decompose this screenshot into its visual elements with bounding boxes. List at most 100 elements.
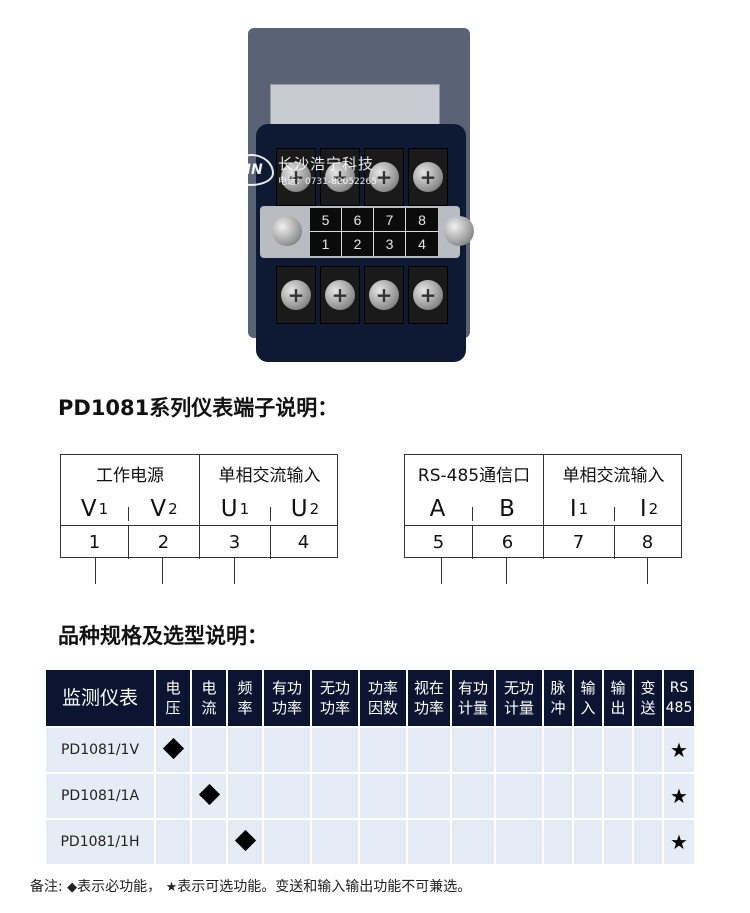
header-cell: 脉冲 [544, 670, 572, 726]
spec-cell [634, 774, 662, 818]
spec-table: 监测仪表 电压 电流 频率 有功功率 无功功率 功率因数 视在功率 有功计量 无… [44, 668, 696, 866]
spec-cell [634, 820, 662, 864]
spec-cell [360, 820, 406, 864]
header-cell: 电流 [192, 670, 226, 726]
diamond-icon [198, 783, 220, 805]
spec-cell [544, 820, 572, 864]
spec-cell [604, 774, 632, 818]
header-cell: 无功计量 [496, 670, 542, 726]
spec-cell [192, 774, 226, 818]
spec-cell [156, 820, 190, 864]
spec-cell: ★ [664, 728, 694, 772]
spec-cell [408, 820, 450, 864]
terminal-lead [162, 558, 163, 584]
header-cell: 电压 [156, 670, 190, 726]
spec-cell [192, 728, 226, 772]
terminal-screw: + [320, 148, 360, 206]
spec-cell [156, 774, 190, 818]
screw-icon: + [413, 280, 443, 310]
strip-number: 1 [310, 232, 342, 256]
terminal-row-bottom: + + + + [276, 266, 448, 324]
spec-cell [496, 820, 542, 864]
spec-cell [264, 728, 310, 772]
header-cell: 有功计量 [452, 670, 494, 726]
terminal-number: 1 [61, 525, 128, 558]
terminal-symbol: B [499, 496, 515, 522]
model-cell: PD1081/1V [46, 728, 154, 772]
spec-cell [228, 820, 262, 864]
spec-cell [574, 774, 602, 818]
terminal-screw: + [320, 266, 360, 324]
terminal-number: 4 [270, 525, 337, 558]
star-icon: ★ [165, 880, 178, 895]
strip-number: 6 [342, 208, 374, 232]
header-cell: 功率因数 [360, 670, 406, 726]
brand-logo-icon: HN [228, 154, 274, 186]
screw-icon: + [413, 162, 443, 192]
spec-cell [496, 728, 542, 772]
header-cell: 输出 [604, 670, 632, 726]
spec-cell [604, 820, 632, 864]
spec-cell [452, 820, 494, 864]
terminal-number: 5 [405, 525, 472, 558]
product-photo: + + + + 5 6 7 8 1 2 3 4 + + + + HN 长沙浩宁科… [228, 28, 490, 362]
terminal-screw: + [276, 148, 316, 206]
terminal-symbol: A [429, 496, 446, 522]
footnote-diamond-text: 表示必功能， [77, 879, 162, 895]
terminal-row-top: + + + + [276, 148, 448, 206]
strip-number: 3 [374, 232, 406, 256]
diamond-icon [162, 737, 184, 759]
footnote: 备注: ◆表示必功能， ★表示可选功能。变送和输入输出功能不可兼选。 [30, 876, 471, 896]
star-icon: ★ [670, 783, 688, 808]
screw-icon: + [369, 280, 399, 310]
terminal-lead [95, 558, 96, 584]
header-cell: 输入 [574, 670, 602, 726]
spec-cell [496, 774, 542, 818]
spec-cell [312, 774, 358, 818]
group-label: 工作电源 [96, 465, 164, 486]
terminal-number: 6 [472, 525, 543, 558]
spec-cell [544, 728, 572, 772]
terminal-lead [234, 558, 235, 584]
header-cell: 视在功率 [408, 670, 450, 726]
spec-cell [228, 728, 262, 772]
screw-icon: + [325, 280, 355, 310]
footnote-prefix: 备注: [30, 879, 63, 895]
terminal-screw: + [408, 266, 448, 324]
terminal-screw: + [364, 266, 404, 324]
footnote-star-text: 表示可选功能。变送和输入输出功能不可兼选。 [177, 879, 472, 895]
spec-cell [264, 774, 310, 818]
strip-number: 2 [342, 232, 374, 256]
spec-cell [312, 728, 358, 772]
strip-number: 8 [406, 208, 438, 232]
terminal-section-title: PD1081系列仪表端子说明： [58, 396, 339, 420]
spec-section-title: 品种规格及选型说明： [58, 624, 268, 648]
spec-cell [264, 820, 310, 864]
screw-icon: + [281, 162, 311, 192]
screw-icon: + [369, 162, 399, 192]
terminal-number: 2 [128, 525, 199, 558]
strip-number: 4 [418, 236, 426, 252]
spec-row: PD1081/1H★ [46, 820, 694, 864]
group-label: RS-485通信口 [417, 465, 531, 486]
spec-cell [360, 774, 406, 818]
model-cell: PD1081/1A [46, 774, 154, 818]
spec-cell [408, 774, 450, 818]
spec-cell [574, 728, 602, 772]
spec-cell [192, 820, 226, 864]
terminal-screw: + [276, 266, 316, 324]
terminal-number: 8 [614, 525, 681, 558]
brand-watermark: HN 长沙浩宁科技 电话：0731-82052265 [228, 152, 418, 188]
spec-row: PD1081/1V ★ [46, 728, 694, 772]
mount-screw-icon [444, 216, 474, 246]
screw-icon: + [281, 280, 311, 310]
